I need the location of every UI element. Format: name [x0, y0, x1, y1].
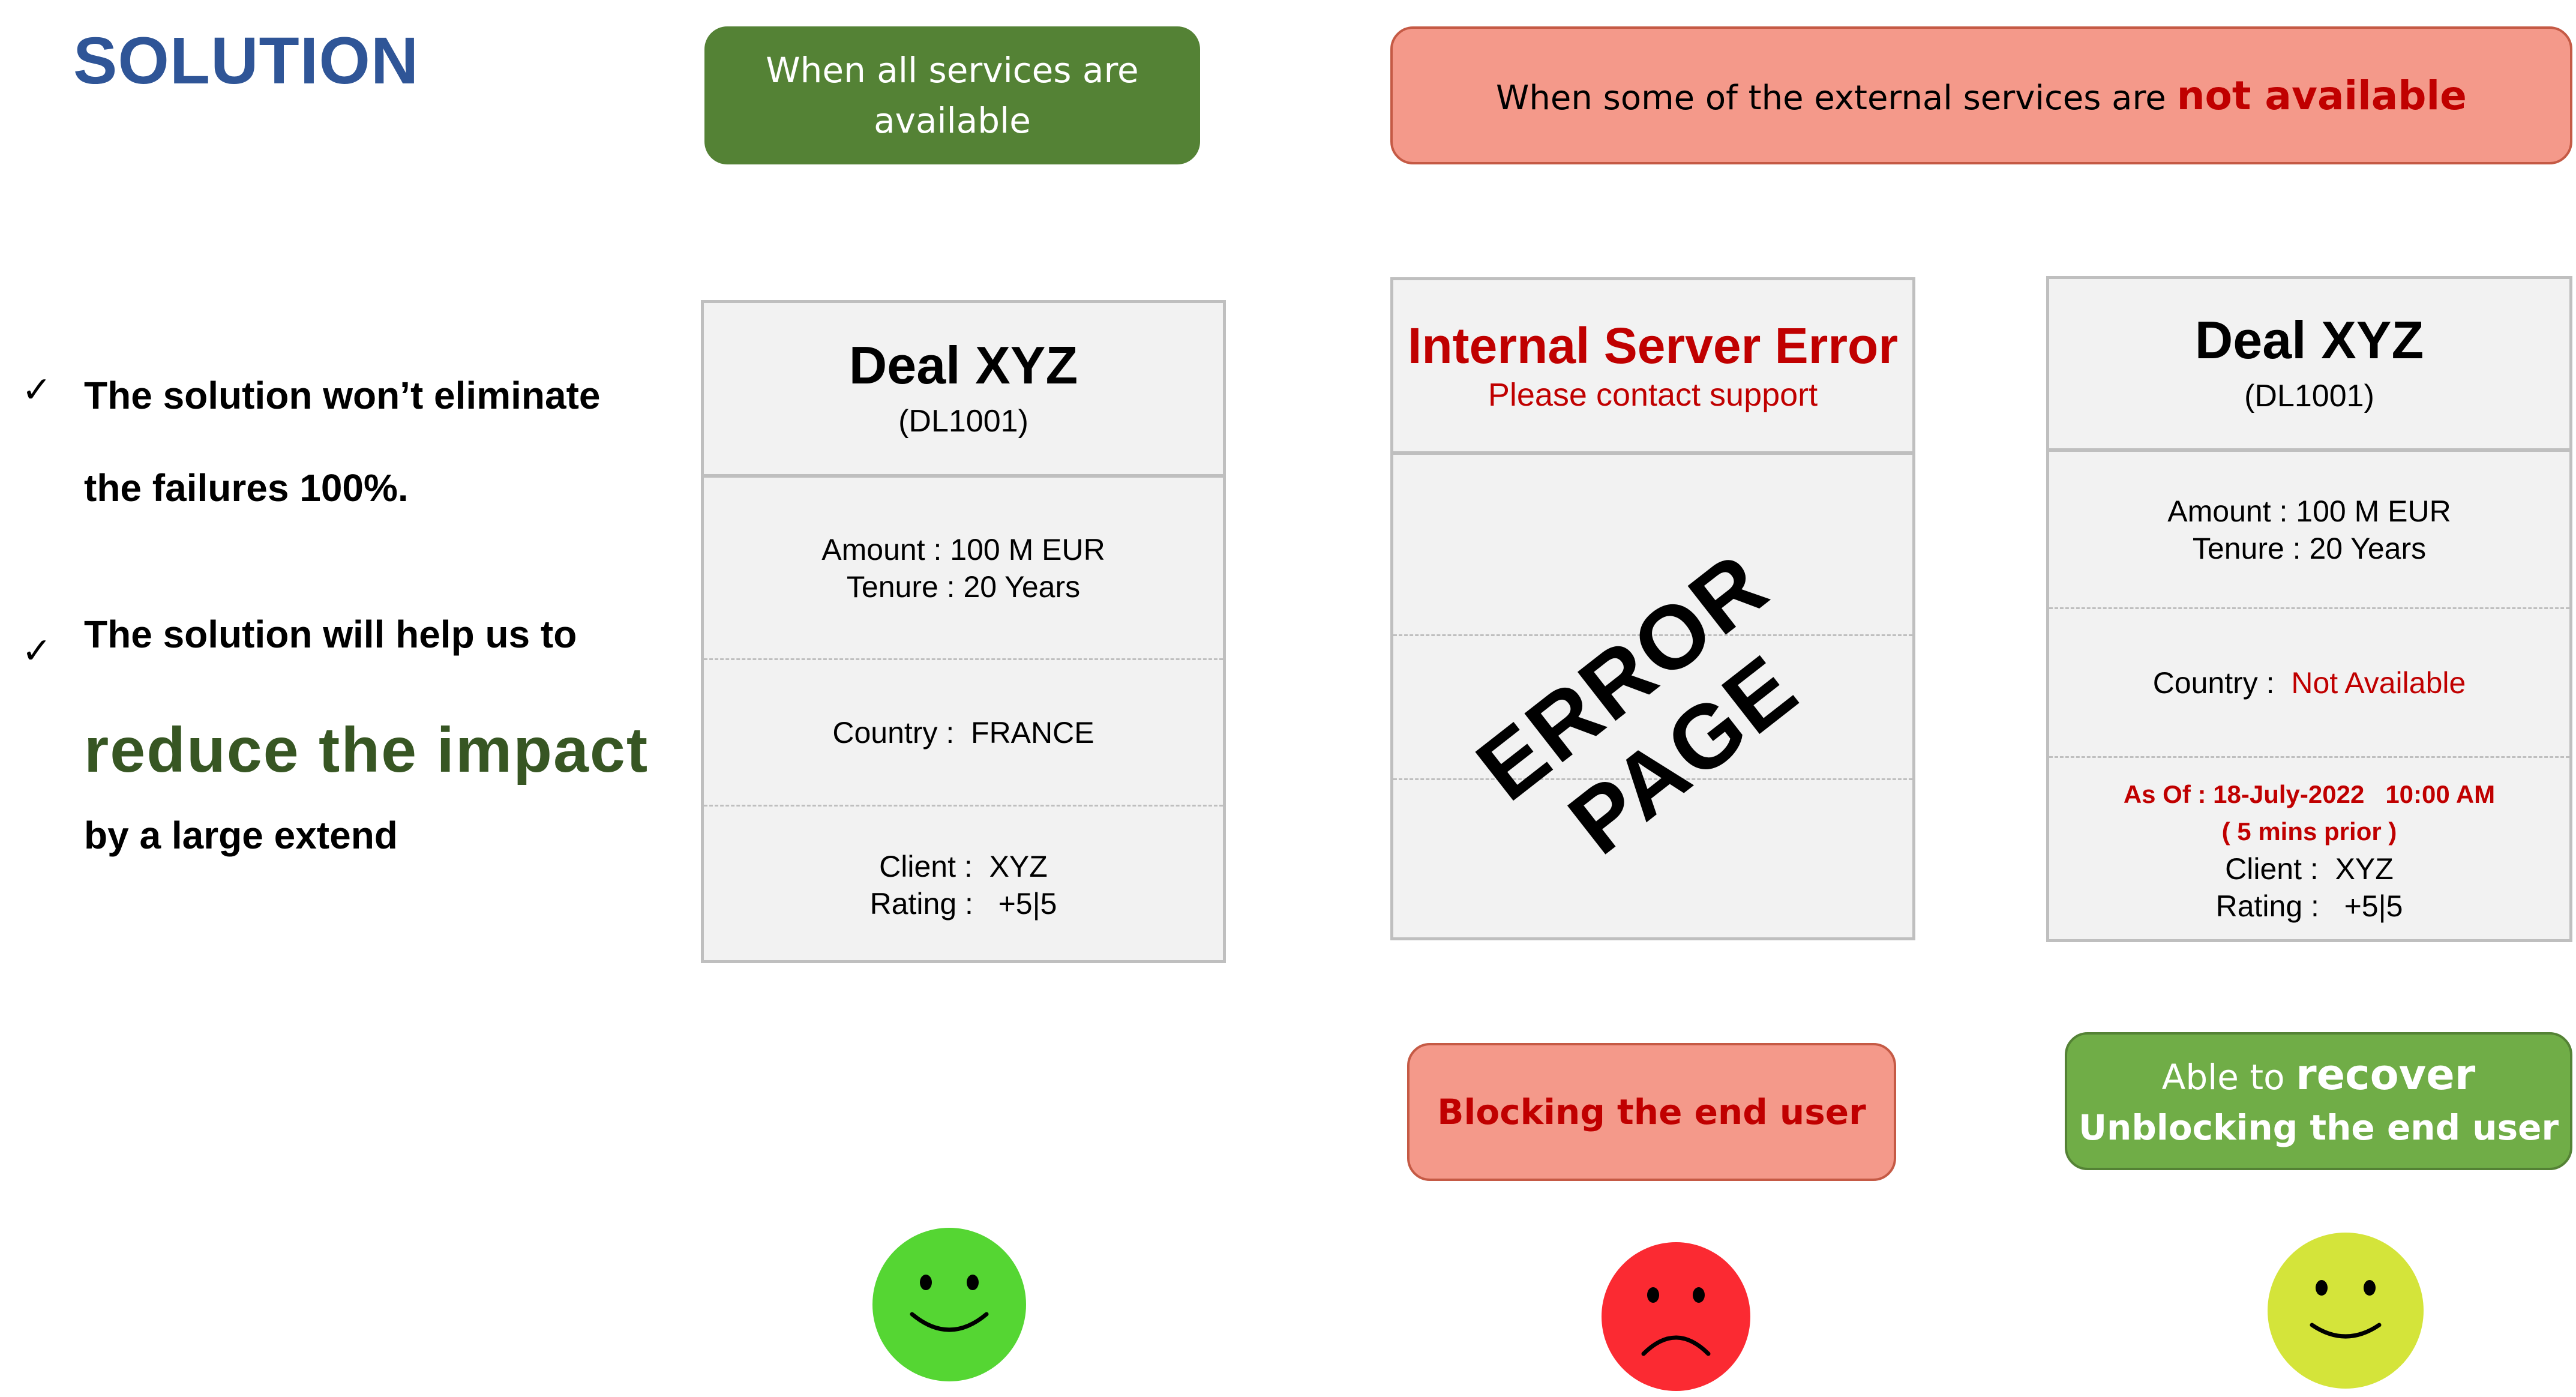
deal-client: Client : XYZ: [879, 849, 1048, 883]
callout-unavailable-text: When some of the external services are: [1496, 78, 2166, 118]
smiley-happy-icon: [872, 1228, 1026, 1381]
deal-title: Deal XYZ: [848, 335, 1078, 395]
deal-country-label: Country :: [2152, 665, 2275, 700]
card-header: Internal Server Error Please contact sup…: [1393, 280, 1912, 451]
bullet-2-line-1: The solution will help us to: [84, 613, 577, 656]
deal-tenure: Tenure : 20 Years: [846, 569, 1081, 604]
deal-country-value: Not Available: [2291, 665, 2466, 700]
callout-recover-prefix: Able to: [2161, 1057, 2285, 1098]
smiley-sad-icon: [1602, 1242, 1750, 1391]
deal-code: (DL1001): [2244, 379, 2374, 413]
deal-card-fallback: Deal XYZ (DL1001) Amount : 100 M EUR Ten…: [2046, 276, 2572, 942]
page-title: SOLUTION: [73, 24, 419, 98]
deal-amount: Amount : 100 M EUR: [821, 532, 1105, 566]
callout-blocking: Blocking the end user: [1407, 1043, 1896, 1181]
deal-rating: Rating : +5|5: [869, 886, 1057, 921]
card-section: [1393, 778, 1912, 940]
bullet-1-line-1: The solution won’t eliminate: [84, 374, 601, 417]
as-of-timestamp: As Of : 18-July-2022 10:00 AM: [2123, 780, 2496, 808]
deal-country: Country : Not Available: [2153, 664, 2466, 702]
deal-title: Deal XYZ: [2194, 310, 2424, 370]
card-client-section: As Of : 18-July-2022 10:00 AM ( 5 mins p…: [2049, 756, 2569, 942]
callout-recover-line-2: Unblocking the end user: [2078, 1107, 2559, 1148]
bullet-2-emphasis: reduce the impact: [84, 715, 649, 786]
deal-tenure: Tenure : 20 Years: [2192, 531, 2427, 565]
callout-available-line-2: available: [874, 100, 1031, 141]
bullet-2-line-3: by a large extend: [84, 814, 398, 857]
card-client-section: Client : XYZ Rating : +5|5: [704, 805, 1223, 963]
card-country-section: Country : Not Available: [2049, 607, 2569, 756]
smiley-neutral-icon: [2268, 1233, 2424, 1389]
card-amount-section: Amount : 100 M EUR Tenure : 20 Years: [2049, 448, 2569, 607]
card-header: Deal XYZ (DL1001): [704, 303, 1223, 474]
bullet-1-line-2: the failures 100%.: [84, 466, 409, 509]
deal-card-error: Internal Server Error Please contact sup…: [1390, 277, 1915, 940]
checkmark-icon: ✓: [22, 630, 52, 672]
callout-recover: Able to recover Unblocking the end user: [2065, 1032, 2572, 1170]
card-amount-section: Amount : 100 M EUR Tenure : 20 Years: [704, 474, 1223, 658]
deal-code: (DL1001): [898, 403, 1028, 439]
card-section: [1393, 634, 1912, 778]
card-section: [1393, 451, 1912, 634]
callout-unavailable-highlight: not available: [2176, 72, 2467, 119]
callout-recover-highlight: recover: [2296, 1050, 2476, 1099]
checkmark-icon: ✓: [22, 369, 52, 411]
error-subtitle: Please contact support: [1488, 376, 1818, 413]
as-of-note: ( 5 mins prior ): [2221, 817, 2397, 846]
deal-amount: Amount : 100 M EUR: [2167, 494, 2451, 528]
callout-services-unavailable: When some of the external services are n…: [1390, 26, 2572, 164]
deal-card-normal: Deal XYZ (DL1001) Amount : 100 M EUR Ten…: [701, 300, 1226, 963]
card-header: Deal XYZ (DL1001): [2049, 279, 2569, 448]
deal-client: Client : XYZ: [2225, 852, 2394, 886]
card-country-section: Country : FRANCE: [704, 658, 1223, 805]
deal-country: Country : FRANCE: [832, 715, 1094, 750]
callout-services-available: When all services are available: [704, 26, 1200, 164]
deal-rating: Rating : +5|5: [2215, 889, 2403, 923]
callout-available-line-1: When all services are: [766, 50, 1139, 91]
error-title: Internal Server Error: [1407, 317, 1899, 374]
bullet-1: The solution won’t eliminate the failure…: [84, 349, 600, 534]
